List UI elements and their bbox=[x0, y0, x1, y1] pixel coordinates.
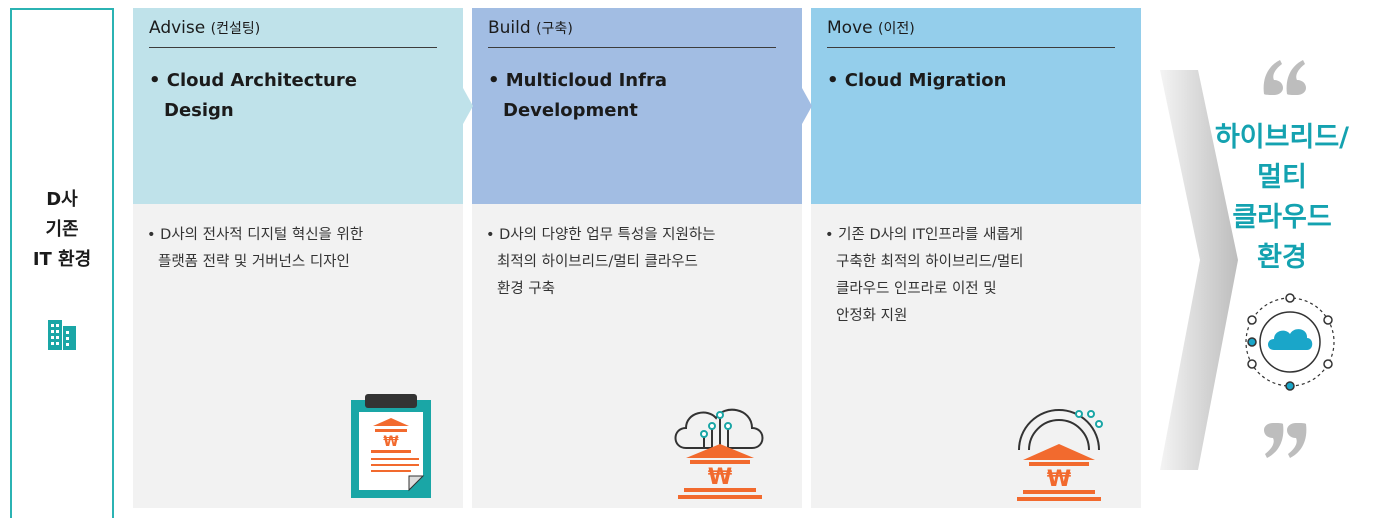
divider bbox=[149, 47, 437, 48]
result-line: 환경 bbox=[1257, 242, 1307, 273]
step-label-sub: (이전) bbox=[878, 21, 915, 37]
step-headline: • Multicloud Infra Development bbox=[488, 66, 788, 126]
divider bbox=[488, 47, 776, 48]
headline-line: • Multicloud Infra bbox=[488, 70, 667, 91]
step-header: Build (구축) • Multicloud Infra Developmen… bbox=[472, 8, 802, 204]
body-line: • 기존 D사의 IT인프라를 새롭게 bbox=[825, 227, 1024, 243]
result-line: 클라우드 bbox=[1232, 202, 1332, 233]
headline-line: Design bbox=[164, 100, 234, 121]
left-line: D사 bbox=[46, 189, 78, 210]
open-quote-icon bbox=[1263, 60, 1306, 95]
close-quote-icon bbox=[1264, 423, 1307, 458]
body-line: 구축한 최적의 하이브리드/멀티 bbox=[836, 254, 1024, 270]
step-label-sub: (구축) bbox=[536, 21, 573, 37]
left-line: 기존 bbox=[45, 219, 79, 240]
cloud-bank-icon: ₩ bbox=[674, 408, 764, 499]
step-headline: • Cloud Migration bbox=[827, 66, 1127, 96]
body-line: 환경 구축 bbox=[497, 281, 555, 297]
step-label-main: Build bbox=[488, 18, 531, 38]
divider bbox=[827, 47, 1115, 48]
orbit-bank-icon: ₩ bbox=[1017, 409, 1103, 501]
body-line: 클라우드 인프라로 이전 및 bbox=[836, 281, 997, 297]
chevron-arrow bbox=[463, 8, 473, 204]
step-label: Advise (컨설팅) bbox=[149, 18, 260, 38]
step-label: Build (구축) bbox=[488, 18, 573, 38]
step-label: Move (이전) bbox=[827, 18, 915, 38]
step-build: Build (구축) • Multicloud Infra Developmen… bbox=[472, 8, 802, 508]
body-line: 안정화 지원 bbox=[836, 308, 908, 324]
left-line: IT 환경 bbox=[32, 249, 92, 270]
step-label-main: Move bbox=[827, 18, 873, 38]
step-move: Move (이전) • Cloud Migration • 기존 D사의 IT인… bbox=[811, 8, 1141, 508]
step-headline: • Cloud Architecture Design bbox=[149, 66, 449, 126]
cloud-network-icon bbox=[1245, 293, 1335, 391]
target-environment-title: 하이브리드/ 멀티 클라우드 환경 bbox=[1198, 118, 1366, 278]
clipboard-won-icon: ₩ bbox=[351, 394, 431, 498]
body-line: 플랫폼 전략 및 거버넌스 디자인 bbox=[158, 254, 350, 270]
headline-line: Development bbox=[503, 100, 638, 121]
body-line: • D사의 다양한 업무 특성을 지원하는 bbox=[486, 227, 716, 243]
step-advise: Advise (컨설팅) • Cloud Architecture Design… bbox=[133, 8, 463, 508]
step-header: Move (이전) • Cloud Migration bbox=[811, 8, 1141, 204]
step-label-sub: (컨설팅) bbox=[210, 21, 261, 37]
body-line: • D사의 전사적 디지털 혁신을 위한 bbox=[147, 227, 364, 243]
big-arrow-shape bbox=[1160, 70, 1238, 470]
current-environment-title: D사 기존 IT 환경 bbox=[12, 185, 112, 275]
building-icon bbox=[48, 320, 76, 350]
headline-line: • Cloud Architecture bbox=[149, 70, 357, 91]
result-line: 멀티 bbox=[1257, 162, 1307, 193]
headline-line: • Cloud Migration bbox=[827, 70, 1007, 91]
step-label-main: Advise bbox=[149, 18, 206, 38]
step-body: • D사의 다양한 업무 특성을 지원하는 최적의 하이브리드/멀티 클라우드 … bbox=[472, 204, 802, 508]
svg-text:₩: ₩ bbox=[1047, 467, 1071, 492]
chevron-arrow bbox=[802, 8, 812, 204]
result-line: 하이브리드/ bbox=[1214, 122, 1350, 153]
svg-text:₩: ₩ bbox=[383, 434, 399, 450]
step-body: • D사의 전사적 디지털 혁신을 위한 플랫폼 전략 및 거버넌스 디자인 ₩ bbox=[133, 204, 463, 508]
svg-text:₩: ₩ bbox=[708, 465, 732, 490]
step-body: • 기존 D사의 IT인프라를 새롭게 구축한 최적의 하이브리드/멀티 클라우… bbox=[811, 204, 1141, 508]
current-environment-box: D사 기존 IT 환경 bbox=[10, 8, 114, 518]
body-line: 최적의 하이브리드/멀티 클라우드 bbox=[497, 254, 698, 270]
step-header: Advise (컨설팅) • Cloud Architecture Design bbox=[133, 8, 463, 204]
